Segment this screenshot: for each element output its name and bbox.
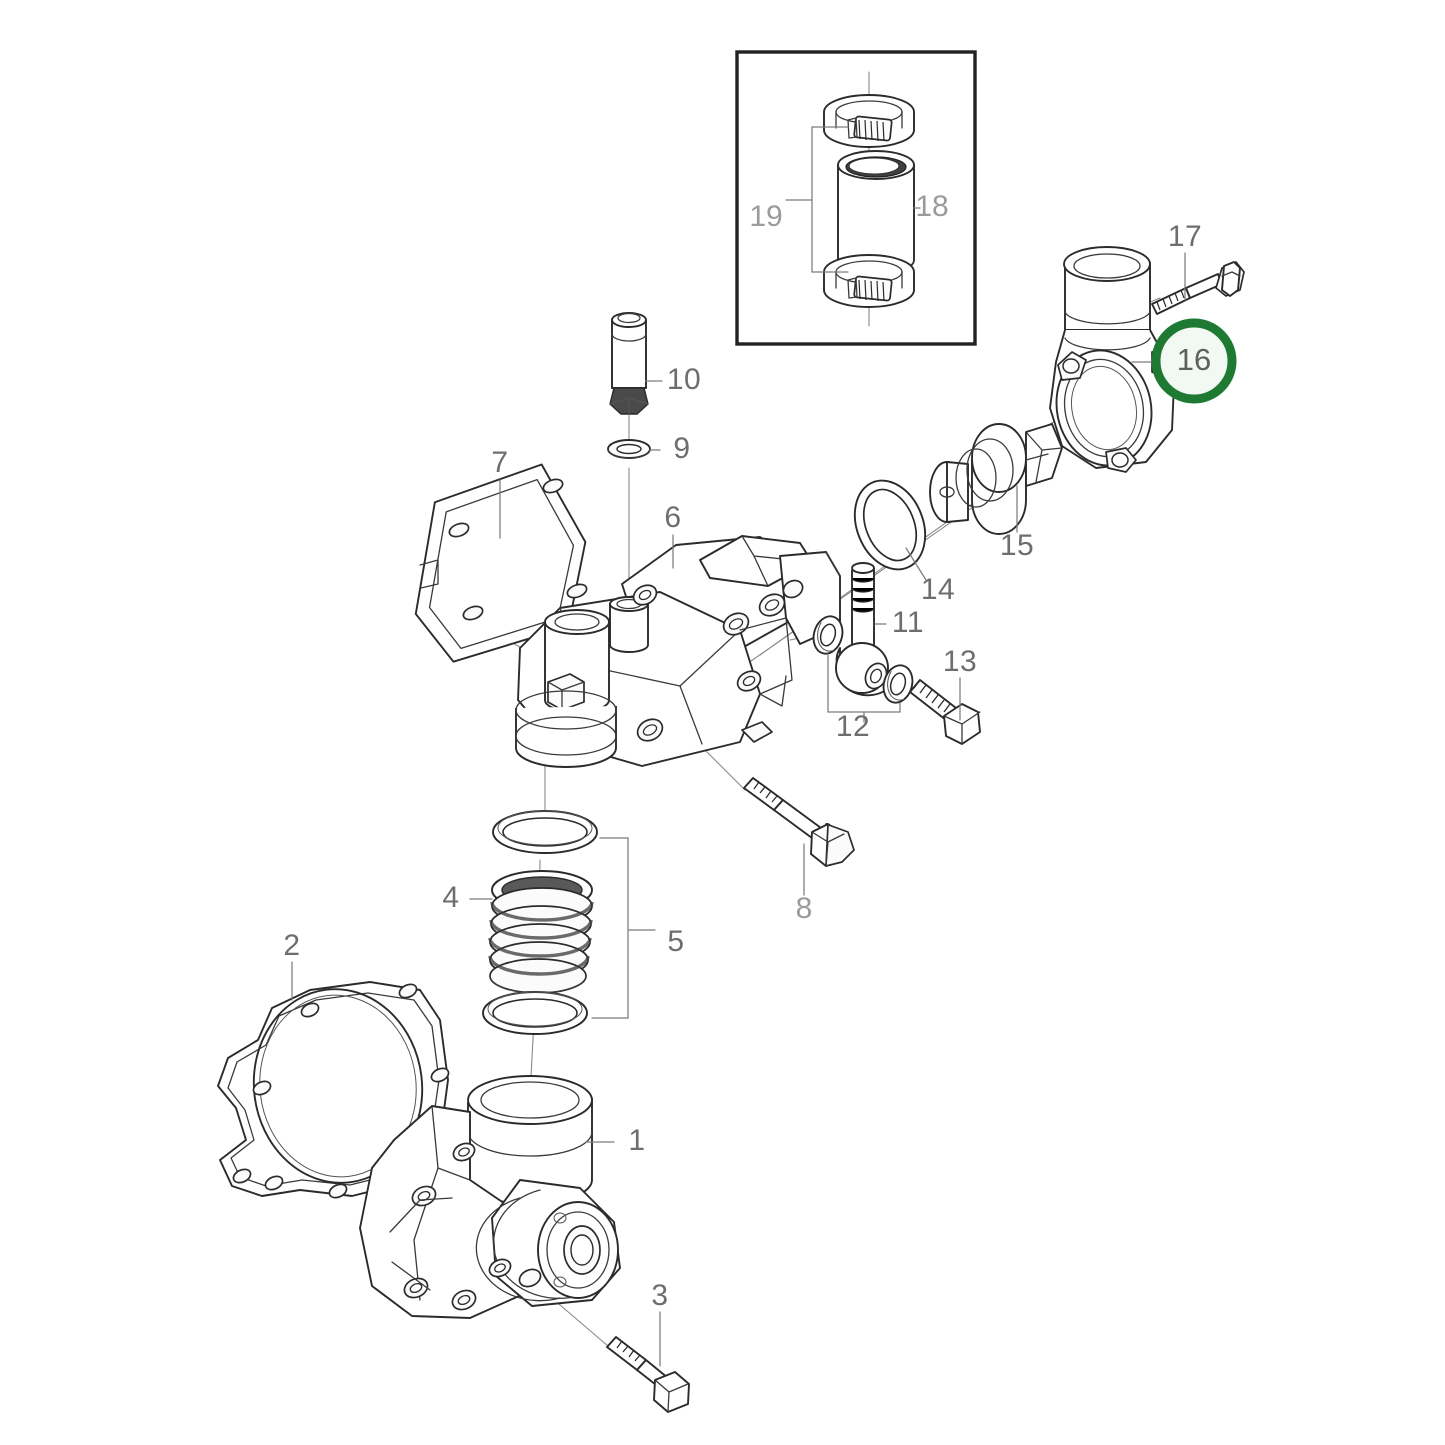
part-16-highlight-ring[interactable] xyxy=(1151,318,1237,404)
callout-number-2: 2 xyxy=(283,929,300,962)
part-5-o-ring-lower xyxy=(482,991,588,1035)
inset-detail-box xyxy=(735,50,977,346)
callout-number-14: 14 xyxy=(921,573,955,606)
callout-leader-lines xyxy=(291,252,1186,1367)
callout-number-6: 6 xyxy=(664,501,681,534)
part-10-temperature-sensor xyxy=(609,312,649,415)
callout-number-3: 3 xyxy=(651,1279,668,1312)
callout-number-1: 1 xyxy=(628,1124,645,1157)
inset-callout-number-18: 18 xyxy=(915,190,948,223)
part-2-water-pump-gasket xyxy=(217,981,450,1199)
hose-sleeve xyxy=(837,150,915,275)
part-3-pump-mounting-bolt xyxy=(606,1336,690,1413)
part-13-banjo-bolt xyxy=(909,679,981,745)
hose-clamp-upper xyxy=(823,94,915,148)
callout-number-11: 11 xyxy=(892,606,924,639)
part-14-thermostat-o-ring xyxy=(853,479,927,571)
part-7-cover-gasket xyxy=(414,463,588,663)
callout-number-13: 13 xyxy=(943,645,977,678)
callout-number-17: 17 xyxy=(1168,220,1202,253)
callout-number-9: 9 xyxy=(673,432,690,465)
hose-clamp-lower xyxy=(823,254,915,308)
part-12-copper-washers xyxy=(812,615,914,723)
part-4-bellows-seal xyxy=(488,870,594,994)
inset-callout-number-19: 19 xyxy=(749,200,782,233)
part-8-housing-bolt xyxy=(743,777,855,867)
callout-number-10: 10 xyxy=(667,363,701,396)
part-9-sealing-washer xyxy=(607,439,651,459)
elbow-flange-ears xyxy=(1057,351,1137,473)
housing-bolt-bosses xyxy=(632,579,804,742)
callout-number-15: 15 xyxy=(1000,529,1034,562)
callout-number-5: 5 xyxy=(667,925,684,958)
callout-number-8: 8 xyxy=(796,892,813,925)
part-1-water-pump-body xyxy=(359,1075,621,1319)
part-17-housing-bolt-upper xyxy=(1151,261,1245,315)
part-11-banjo-fitting xyxy=(835,562,889,697)
callout-number-4: 4 xyxy=(442,881,459,914)
callout-number-7: 7 xyxy=(491,446,508,479)
part-6-pump-housing xyxy=(515,535,841,768)
callout-number-12: 12 xyxy=(836,710,870,743)
callout-number-16: 16 xyxy=(1177,342,1211,377)
pump-body-bosses xyxy=(403,1142,542,1311)
part-15-thermostat xyxy=(929,423,1063,535)
part-5-o-ring-upper xyxy=(492,810,598,854)
